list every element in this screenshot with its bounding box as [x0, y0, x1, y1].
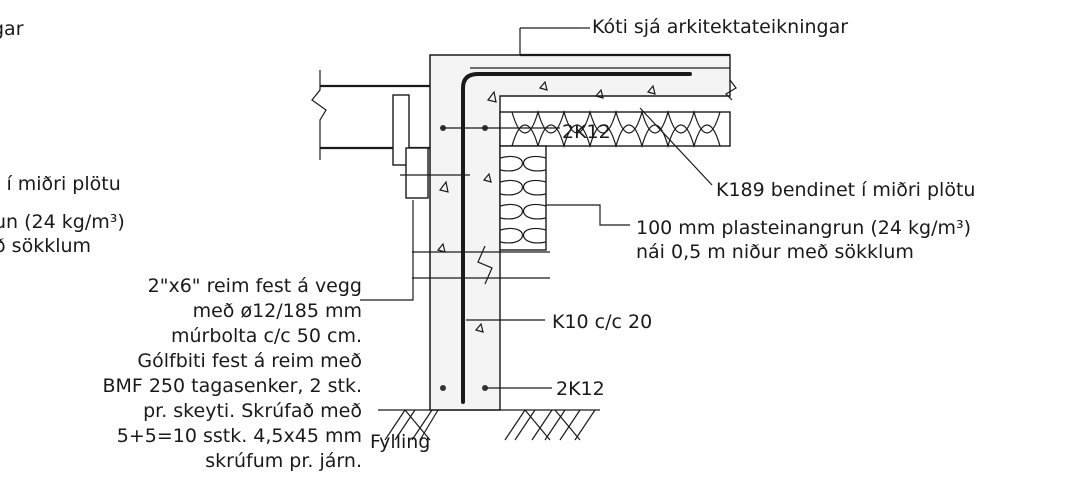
label-top-left-fragment: gar	[0, 18, 24, 40]
label-rebar-bottom: 2K12	[556, 378, 605, 400]
insulation-vertical	[499, 145, 547, 251]
label-insulation-line2: nái 0,5 m niður með sökklum	[636, 241, 914, 263]
label-mesh: K189 bendinet í miðri plötu	[716, 179, 975, 201]
label-rebar-top: 2K12	[562, 121, 611, 143]
label-left-insulation-fragment1: un (24 kg/m³)	[0, 211, 125, 233]
beam-note-line: múrbolta c/c 50 cm.	[171, 325, 362, 347]
beam-note-line: Gólfbiti fest á reim með	[137, 350, 362, 372]
insulation-horizontal	[499, 109, 731, 149]
beam-note-line: með ø12/185 mm	[193, 300, 362, 322]
beam-note-line: pr. skeyti. Skrúfað með	[143, 400, 362, 422]
slab-top	[470, 27, 737, 101]
label-left-mesh-fragment: : í miðri plötu	[0, 173, 121, 195]
aggregate-marks	[436, 80, 656, 333]
wall-break-band	[412, 245, 550, 285]
beam-note: 2"x6" reim fest á vegg með ø12/185 mm mú…	[102, 275, 362, 472]
floor-beam	[311, 70, 470, 199]
leader-lines	[360, 27, 713, 389]
beam-note-line: BMF 250 tagasenker, 2 stk.	[102, 375, 362, 397]
label-insulation-line1: 100 mm plasteinangrun (24 kg/m³)	[636, 217, 971, 239]
label-roof-finish: Kóti sjá arkitektateikningar	[592, 16, 848, 38]
label-left-insulation-fragment2: ð sökklum	[0, 235, 91, 257]
label-stirrups: K10 c/c 20	[552, 311, 652, 333]
rebar	[440, 72, 692, 404]
beam-note-line: 2"x6" reim fest á vegg	[148, 275, 362, 297]
label-fill: Fylling	[370, 431, 430, 453]
beam-note-line: 5+5=10 sstk. 4,5x45 mm	[117, 425, 362, 447]
beam-note-line: skrúfum pr. járn.	[205, 450, 362, 472]
